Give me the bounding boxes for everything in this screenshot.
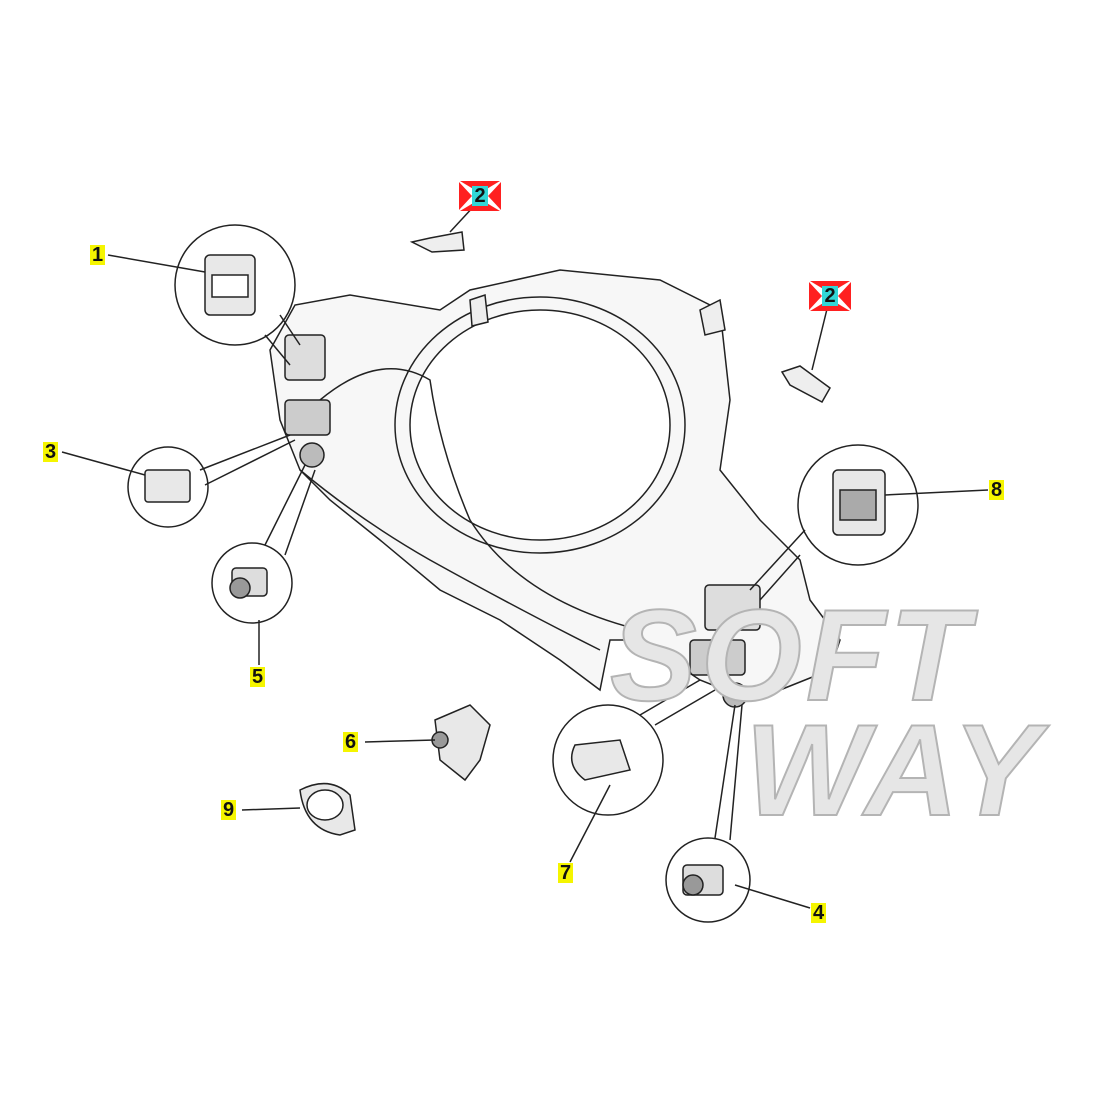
headlight-opening (409, 309, 671, 541)
callout-2a: 2 (460, 176, 500, 216)
switch-housing-right (704, 584, 761, 631)
callout-1: 1 (90, 244, 106, 266)
callout-3: 3 (43, 441, 59, 463)
callout-4: 4 (811, 902, 827, 924)
watermark-soft: SOFT (609, 582, 973, 728)
callout-5: 5 (250, 666, 266, 688)
callout-2a-number: 2 (472, 186, 488, 206)
switch-housing-left (284, 334, 326, 381)
part-6 (434, 704, 491, 782)
callout-2b: 2 (810, 276, 850, 316)
watermark-way: WAY (744, 697, 1044, 843)
part-2b-bulb (780, 365, 831, 404)
part-2a-bulb (409, 231, 465, 253)
callout-2b-number: 2 (822, 286, 838, 306)
callout-9: 9 (221, 799, 237, 821)
callout-8: 8 (989, 479, 1005, 501)
callout-7: 7 (558, 862, 574, 884)
callout-6: 6 (343, 731, 359, 753)
